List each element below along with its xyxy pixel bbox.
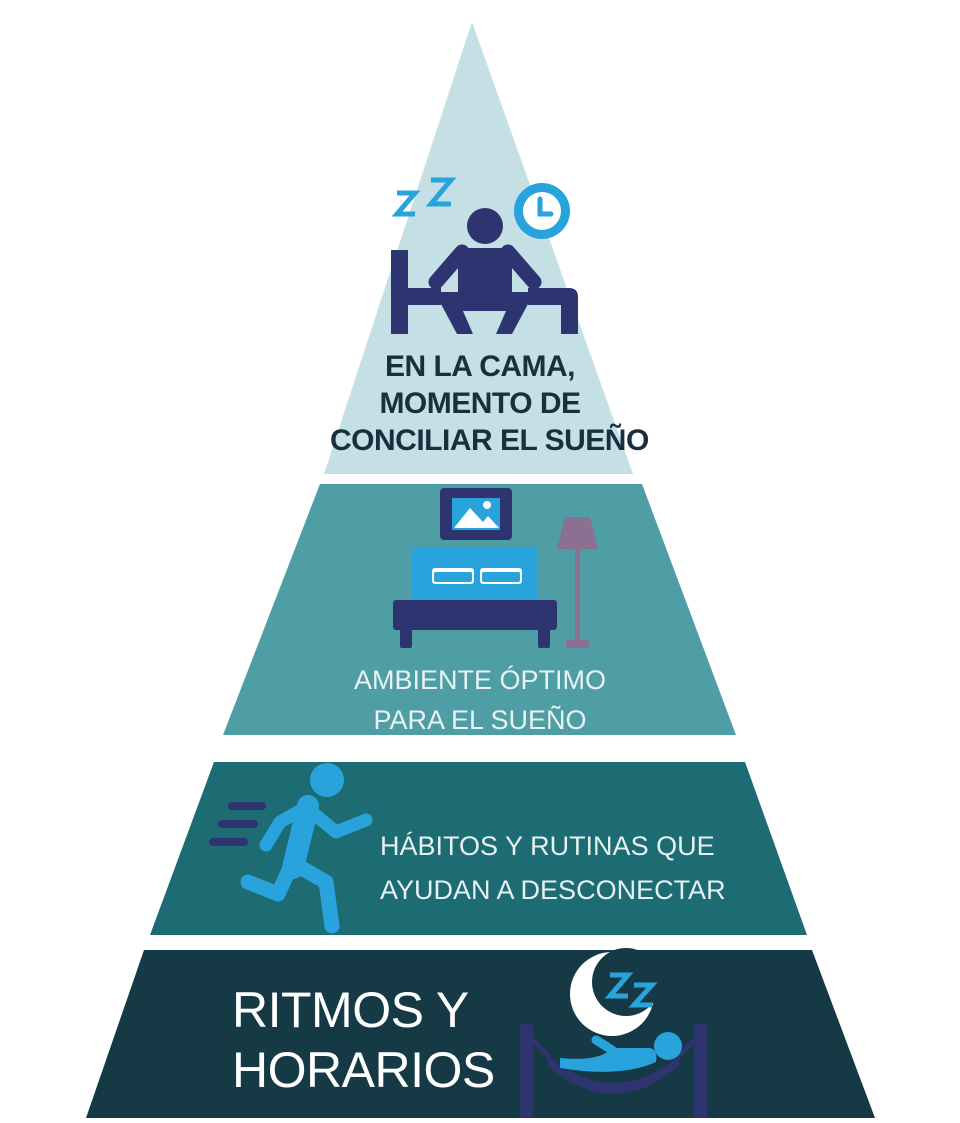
level-top-line-3: CONCILIAR EL SUEÑO — [330, 424, 649, 457]
sitting-in-bed-icon — [391, 177, 578, 334]
level-second-line-2: PARA EL SUEÑO — [373, 705, 587, 735]
level-top-label: EN LA CAMA, MOMENTO DE CONCILIAR EL SUEÑ… — [330, 348, 649, 459]
level-base-line-2: HORARIOS — [232, 1042, 495, 1098]
level-second-line-1: AMBIENTE ÓPTIMO — [353, 665, 607, 695]
tier-base — [86, 950, 875, 1118]
moon-zz-icon — [604, 972, 658, 1008]
zz-icon — [391, 177, 457, 217]
level-base-label: RITMOS Y HORARIOS — [232, 980, 495, 1100]
clock-icon — [514, 183, 570, 239]
level-top-line-2: MOMENTO DE — [379, 387, 581, 420]
picture-frame-icon — [440, 488, 512, 540]
level-second-label: AMBIENTE ÓPTIMO PARA EL SUEÑO — [325, 660, 635, 740]
floor-lamp-icon — [557, 517, 598, 648]
hammock-moon-icon — [520, 948, 707, 1118]
running-person-icon — [209, 763, 373, 934]
bedroom-icon — [393, 488, 598, 648]
level-base-line-1: RITMOS Y — [232, 982, 469, 1038]
level-top-line-1: EN LA CAMA, — [384, 350, 576, 383]
level-third-line-1: HÁBITOS Y RUTINAS QUE — [380, 831, 715, 861]
level-third-line-2: AYUDAN A DESCONECTAR — [380, 875, 726, 905]
level-third-label: HÁBITOS Y RUTINAS QUE AYUDAN A DESCONECT… — [380, 824, 726, 912]
